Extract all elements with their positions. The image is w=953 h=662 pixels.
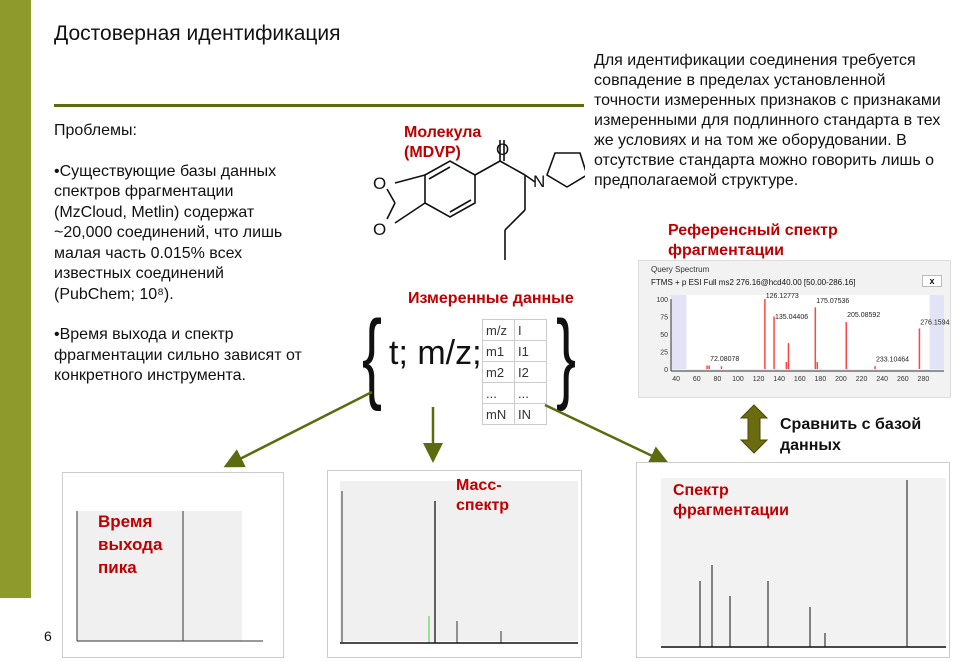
x-tick-label: 220 bbox=[856, 376, 868, 383]
x-tick-label: 200 bbox=[835, 376, 847, 383]
mass-spectrum-chart bbox=[340, 481, 578, 644]
mz-table-cell: I2 bbox=[514, 361, 547, 383]
mass-spectrum-panel bbox=[327, 470, 582, 658]
excluded-range bbox=[929, 295, 944, 369]
reference-spectrum-label: Референсный спектр фрагментации bbox=[668, 222, 838, 259]
fragmentation-chart bbox=[661, 478, 946, 648]
problems-heading: Проблемы: bbox=[54, 122, 137, 139]
y-tick-label: 50 bbox=[660, 332, 668, 339]
fragmentation-spectrum-panel bbox=[636, 462, 950, 658]
formula-text: t; m/z; bbox=[389, 334, 482, 372]
molecule-label: Молекула (MDVP) bbox=[404, 124, 482, 161]
mz-table-cell: I bbox=[514, 319, 547, 341]
x-tick-label: 260 bbox=[897, 376, 909, 383]
peak-label: 233.10464 bbox=[876, 357, 909, 364]
fragmentation-label: Спектр фрагментации bbox=[673, 482, 789, 519]
mz-table-cell: mN bbox=[482, 403, 515, 425]
close-button[interactable]: x bbox=[922, 275, 942, 287]
y-tick-label: 0 bbox=[664, 367, 668, 374]
peak-label: 205.08592 bbox=[847, 312, 880, 319]
atom-N: N bbox=[533, 172, 545, 191]
x-tick-label: 100 bbox=[732, 376, 744, 383]
problem-bullet-1: •Существующие базы данных спектров фрагм… bbox=[54, 162, 283, 303]
peak-label: 126.12773 bbox=[766, 293, 799, 300]
x-tick-label: 120 bbox=[753, 376, 765, 383]
problems-text: Проблемы: •Существующие базы данных спек… bbox=[54, 121, 309, 407]
peak-label: 135.04406 bbox=[775, 314, 808, 321]
mass-spectrum-label: Масс-спектр bbox=[456, 477, 510, 514]
x-tick-label: 60 bbox=[693, 376, 701, 383]
mz-table-cell: ... bbox=[514, 382, 547, 404]
y-tick-label: 25 bbox=[660, 350, 668, 357]
peak-label: 72.08078 bbox=[710, 356, 739, 363]
reference-spectrum-panel: Query Spectrum FTMS + p ESI Full ms2 276… bbox=[638, 260, 951, 398]
mz-table-cell: I1 bbox=[514, 340, 547, 362]
x-tick-label: 240 bbox=[876, 376, 888, 383]
slide-title: Достоверная идентификация bbox=[54, 22, 341, 45]
problem-bullet-2: •Время выхода и спектр фрагментации силь… bbox=[54, 326, 302, 384]
identification-text: Для идентификации соединения требуется с… bbox=[594, 52, 941, 189]
x-tick-label: 160 bbox=[794, 376, 806, 383]
query-spectrum-group: Query Spectrum bbox=[651, 265, 710, 274]
chromatogram bbox=[76, 511, 263, 642]
peak-label: 175.07536 bbox=[816, 298, 849, 305]
mz-table-cell: m1 bbox=[482, 340, 515, 362]
mz-table-cell: IN bbox=[514, 403, 547, 425]
mz-table-cell: m2 bbox=[482, 361, 515, 383]
mz-table-cell: ... bbox=[482, 382, 515, 404]
mz-table-cell: m/z bbox=[482, 319, 515, 341]
open-brace: { bbox=[362, 300, 383, 412]
slide-number: 6 bbox=[44, 628, 52, 644]
title-divider bbox=[54, 104, 584, 107]
retention-chromatogram-panel bbox=[62, 472, 284, 658]
sidebar-accent bbox=[0, 0, 31, 598]
x-tick-label: 80 bbox=[713, 376, 721, 383]
reference-spectrum-chart: 100 75 50 25 0 40 60 80 100 120 140 160 180 200 220 240… bbox=[656, 293, 950, 383]
atom-O: O bbox=[373, 220, 386, 239]
measured-data-label: Измеренные данные bbox=[408, 290, 574, 307]
atom-O: O bbox=[496, 140, 509, 159]
spectrum-header: FTMS + p ESI Full ms2 276.16@hcd40.00 [5… bbox=[651, 278, 856, 287]
double-arrow-icon bbox=[739, 404, 769, 454]
y-tick-label: 75 bbox=[660, 315, 668, 322]
retention-label: Время выхода пика bbox=[98, 512, 163, 577]
x-tick-label: 280 bbox=[918, 376, 930, 383]
compare-label: Сравнить с базой данных bbox=[780, 416, 922, 454]
atom-O: O bbox=[373, 174, 386, 193]
arrow-to-fragmentation bbox=[544, 403, 670, 465]
x-tick-label: 40 bbox=[672, 376, 680, 383]
excluded-range bbox=[671, 295, 687, 369]
mz-table-row: ...... bbox=[482, 382, 547, 404]
x-tick-label: 180 bbox=[815, 376, 827, 383]
peak-label: 276.15942 bbox=[920, 320, 950, 327]
plot-area bbox=[671, 295, 944, 369]
molecule-structure: O O O N bbox=[373, 140, 585, 260]
close-brace: } bbox=[556, 300, 577, 412]
y-tick-label: 100 bbox=[656, 297, 668, 304]
x-tick-label: 140 bbox=[773, 376, 785, 383]
